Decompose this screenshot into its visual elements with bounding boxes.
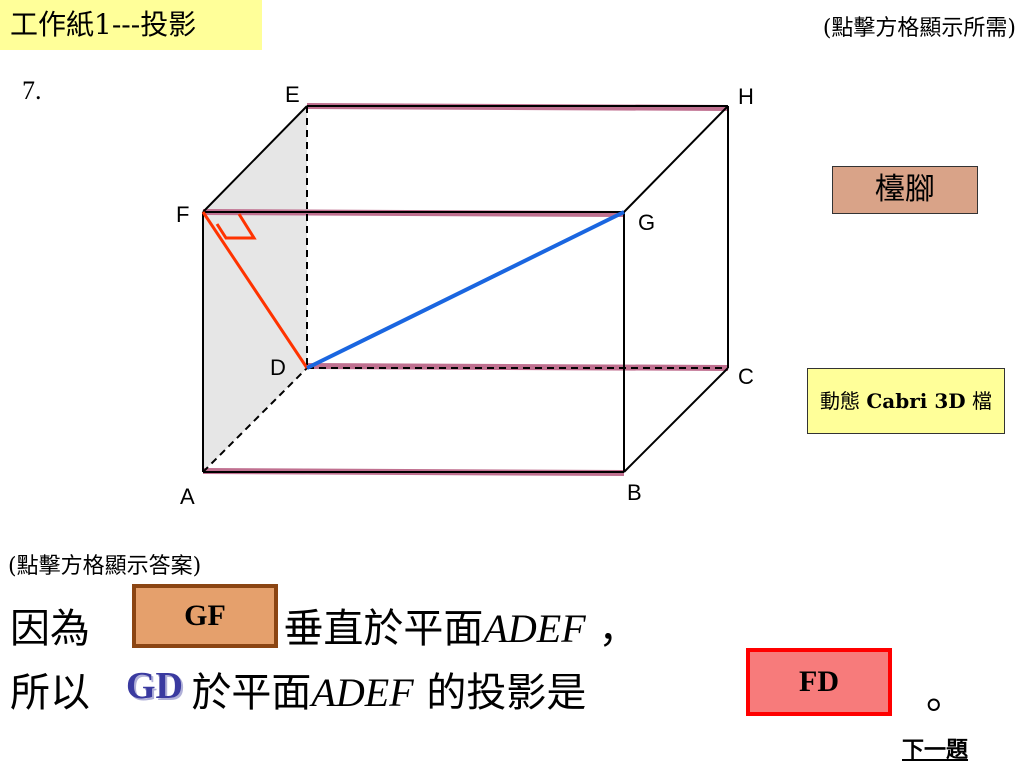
label-e: E	[285, 82, 300, 107]
edge-fe	[202, 105, 308, 213]
label-b: B	[627, 480, 642, 505]
line1-suffix: ，	[598, 606, 639, 652]
line1-prefix: 因為	[10, 606, 90, 652]
top-hint: (點擊方格顯示所需)	[822, 16, 1016, 41]
cabri-name: Cabri 3D	[866, 389, 966, 413]
answer-line-2: 所以 於平面ADEF 的投影是	[10, 660, 586, 718]
edge-bc	[623, 367, 729, 473]
cuboid-figure: E H F G D C A B	[176, 82, 754, 509]
end-period: 。	[926, 672, 966, 718]
question-number: 7.	[22, 76, 42, 105]
label-d: D	[270, 355, 286, 380]
label-h: H	[738, 84, 754, 109]
answer-box-fd[interactable]: FD	[746, 648, 892, 716]
label-g: G	[638, 210, 655, 235]
right-angle-marker	[215, 213, 257, 240]
label-a: A	[180, 484, 195, 509]
line2-middle: 於平面	[191, 670, 312, 716]
next-question-link[interactable]: 下一題	[902, 737, 969, 763]
slide-title: 工作紙1---投影	[0, 0, 262, 50]
answer-line-1: 因為 垂直於平面ADEF ，	[10, 596, 638, 654]
answer-box-gf[interactable]: GF	[132, 584, 278, 648]
cabri-3d-button[interactable]: 動態 Cabri 3D 檔	[807, 368, 1005, 434]
line2-prefix: 所以	[10, 670, 90, 716]
plane-name-2: ADEF	[311, 670, 414, 715]
plane-name-1: ADEF	[483, 606, 586, 651]
label-c: C	[738, 364, 754, 389]
edge-ad-hidden	[202, 367, 308, 473]
label-f: F	[176, 202, 189, 227]
line1-middle: 垂直於平面	[283, 606, 484, 652]
table-leg-button[interactable]: 檯腳	[832, 166, 978, 214]
line-fd	[201, 211, 309, 369]
cabri-prefix: 動態	[820, 389, 861, 413]
gd-label: GD	[126, 665, 183, 707]
edge-gh	[623, 105, 729, 213]
cabri-suffix: 檔	[971, 389, 992, 413]
line2-suffix: 的投影是	[426, 670, 587, 716]
line-gd	[306, 210, 625, 370]
answer-hint: (點擊方格顯示答案)	[8, 554, 202, 579]
